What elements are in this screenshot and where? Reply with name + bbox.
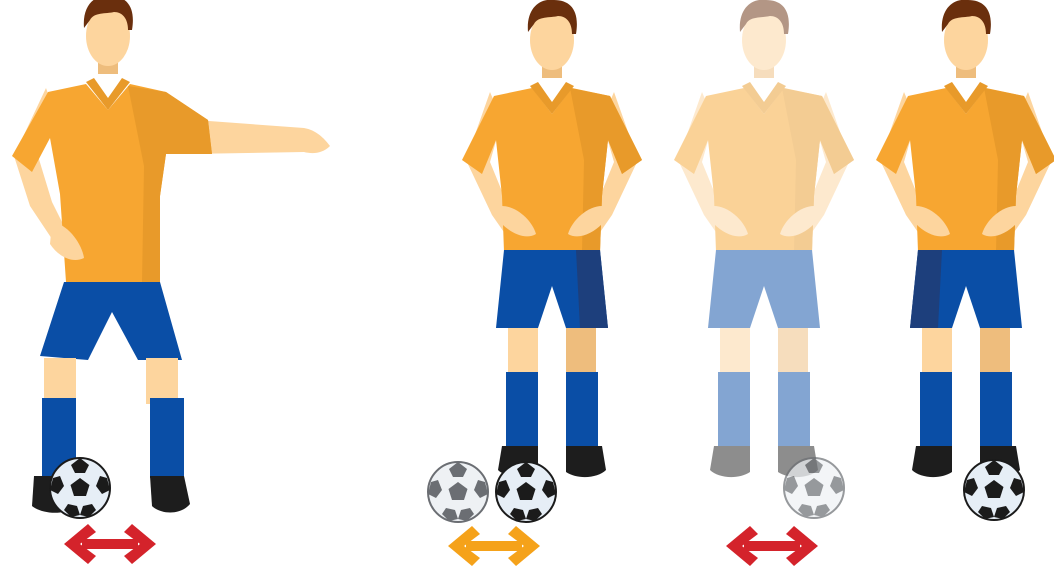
soccer-ball-icon	[496, 462, 556, 522]
double-arrow-orange-icon	[448, 526, 540, 566]
player-right-figure	[876, 0, 1054, 477]
soccer-ball-faded-icon	[784, 458, 844, 518]
soccer-ball-icon	[50, 458, 110, 518]
player-left-figure	[462, 0, 642, 477]
soccer-ball-icon	[964, 460, 1024, 520]
referee-figure	[12, 0, 330, 513]
double-arrow-red-icon	[726, 526, 818, 566]
player-ghost-figure	[674, 0, 854, 477]
double-arrow-red-icon	[64, 524, 156, 564]
soccer-ball-grey-icon	[428, 462, 488, 522]
